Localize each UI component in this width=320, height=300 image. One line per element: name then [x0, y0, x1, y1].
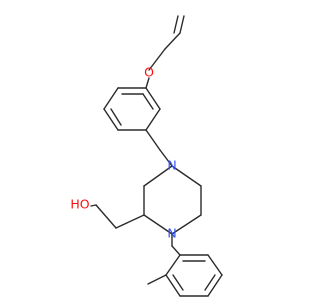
bond-ring2-double-b: [204, 274, 216, 291]
bond-ring2-6: [165, 254, 181, 276]
molecule-structure: O N N HO: [70, 15, 223, 297]
bond-allyl-2: [164, 32, 181, 50]
bond-ring1-2: [103, 87, 119, 110]
bond-piperazine-3: [171, 214, 202, 235]
bond-benzyl-top-1: [145, 129, 161, 151]
bond-ether: [145, 77, 150, 89]
molecule-canvas: O N N HO: [70, 15, 223, 297]
nitrogen-bottom-label: N: [167, 226, 176, 241]
nitrogen-top-label: N: [167, 158, 176, 173]
bond-piperazine-6: [143, 165, 173, 187]
bond-ring1-6: [145, 87, 161, 110]
bond-ring1-5: [145, 108, 161, 131]
bond-benzyl-top-2: [159, 149, 173, 167]
bond-hydroxyethyl-3: [90, 204, 97, 207]
oxygen-ether-label: O: [144, 65, 154, 80]
bond-hydroxyethyl-2: [95, 204, 117, 229]
bond-piperazine-1: [171, 165, 202, 187]
bond-ring2-5: [165, 274, 181, 297]
bond-ring1-double-c: [142, 93, 154, 110]
bond-allyl-3: [148, 48, 166, 71]
bond-allyl-1-double: [173, 15, 179, 34]
bond-ring2-3: [207, 274, 223, 297]
bond-piperazine-4: [143, 214, 173, 235]
bond-ring2-2: [207, 254, 223, 276]
bond-allyl-1: [179, 15, 185, 34]
bond-hydroxyethyl-1: [115, 214, 145, 229]
bond-ring1-3: [103, 108, 119, 131]
hydroxyl-label: HO: [70, 197, 89, 212]
bond-benzyl-bottom-2: [171, 245, 181, 256]
bond-ring2-double-c: [172, 274, 184, 291]
bond-ring1-double-b: [110, 108, 122, 126]
bond-methyl: [147, 274, 167, 285]
